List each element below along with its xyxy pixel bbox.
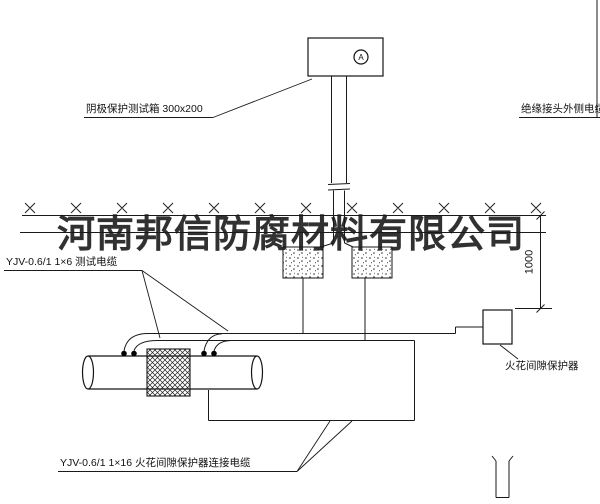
leader-line [296, 420, 331, 472]
label-outer-cable: 绝缘接头外侧电缆 [519, 102, 600, 118]
leader-line [499, 344, 519, 360]
connection-dot [131, 350, 137, 357]
ground-line [22, 202, 546, 216]
cable-connection-points [121, 350, 217, 357]
cable-run-upper [123, 333, 456, 352]
insulating-joint [146, 348, 191, 397]
label-test-box: 阴极保护测试箱 300x200 [84, 78, 313, 118]
meter-circle [353, 49, 369, 65]
foundation-block-right [351, 246, 393, 279]
dimension-value: 1000 [524, 250, 536, 274]
test-cable-label: YJV-0.6/1 1×6 测试电缆 [6, 255, 118, 268]
dimension-tick [536, 304, 545, 313]
meter-letter: A [358, 53, 364, 62]
dimension-tick [536, 211, 545, 220]
cable-runs [123, 326, 483, 421]
connection-dot [211, 350, 217, 357]
label-connection-cable: YJV-0.6/1 1×16 火花间隙保护器连接电缆 [58, 420, 353, 472]
connection-cable-label: YJV-0.6/1 1×16 火花间隙保护器连接电缆 [60, 456, 251, 469]
watermark-text: 河南邦信防腐材料有限公司 [57, 211, 525, 256]
dimension-1000: 1000 [515, 211, 552, 313]
cable-run-lower [133, 340, 415, 352]
post-break-mark [327, 183, 351, 185]
cable-arc [213, 340, 231, 352]
protector-label: 火花间隙保护器 [505, 359, 579, 372]
pipe-end-cap-left [81, 355, 95, 390]
test-box-outline [307, 37, 384, 77]
connection-dot [121, 350, 127, 357]
pipe-end-cap-right [250, 355, 264, 390]
leader-line [296, 420, 353, 472]
ground-hatch-marks [24, 202, 542, 214]
label-protector: 火花间隙保护器 [499, 344, 579, 372]
cable-arc [203, 333, 223, 352]
connection-dot [201, 350, 207, 357]
leader-line [141, 270, 229, 332]
test-box-label: 阴极保护测试箱 300x200 [86, 102, 203, 115]
leader-line [212, 78, 313, 118]
spark-gap-protector [482, 309, 513, 345]
post-break-mark [327, 188, 351, 191]
leader-line [141, 270, 161, 339]
bottom-right-symbol [491, 455, 514, 498]
cathodic-test-box: A [307, 37, 384, 77]
watermark: 河南邦信防腐材料有限公司 [20, 211, 546, 256]
label-test-cable: YJV-0.6/1 1×6 测试电缆 [4, 255, 229, 339]
test-cables-vertical [302, 278, 366, 341]
foundation-block-left [282, 246, 324, 279]
concrete-foundation-blocks [282, 246, 393, 279]
outer-cable-label: 绝缘接头外侧电缆 [521, 102, 600, 115]
